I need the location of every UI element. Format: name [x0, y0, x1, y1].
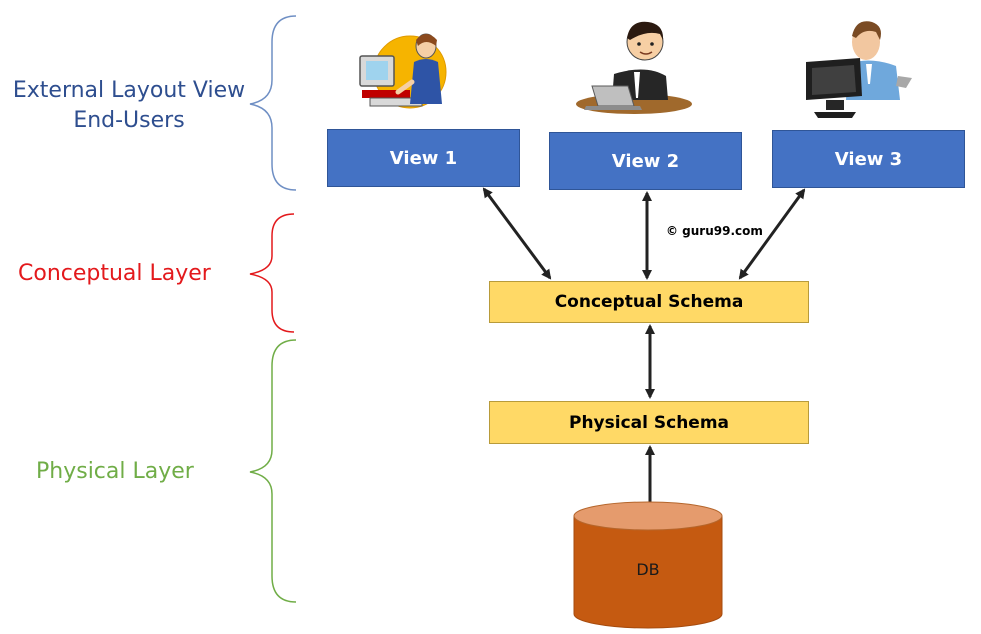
external-layer-brace: [249, 15, 297, 191]
external-layer-subtitle: End-Users: [73, 108, 185, 133]
physical-layer-brace: [249, 339, 297, 603]
physical-schema-box: Physical Schema: [489, 401, 809, 444]
external-layer-label: External Layout View End-Users: [0, 76, 258, 136]
person-at-computer-icon: [359, 33, 447, 109]
view-1-box: View 1: [327, 129, 520, 187]
copyright-text: © guru99.com: [666, 224, 763, 238]
conceptual-schema-box: Conceptual Schema: [489, 281, 809, 323]
external-layer-title: External Layout View: [12, 78, 246, 103]
person-with-laptop-icon: [576, 21, 692, 114]
database-cylinder-icon: [573, 501, 723, 629]
arrow-view3-conceptual: [738, 188, 806, 280]
arrow-view1-conceptual: [482, 187, 552, 280]
person-at-monitor-icon: [806, 21, 912, 118]
conceptual-layer-brace: [249, 213, 295, 333]
database-label: DB: [636, 560, 660, 579]
view-2-box: View 2: [549, 132, 742, 190]
physical-layer-label: Physical Layer: [36, 459, 194, 484]
conceptual-layer-label: Conceptual Layer: [18, 261, 211, 286]
view-3-box: View 3: [772, 130, 965, 188]
